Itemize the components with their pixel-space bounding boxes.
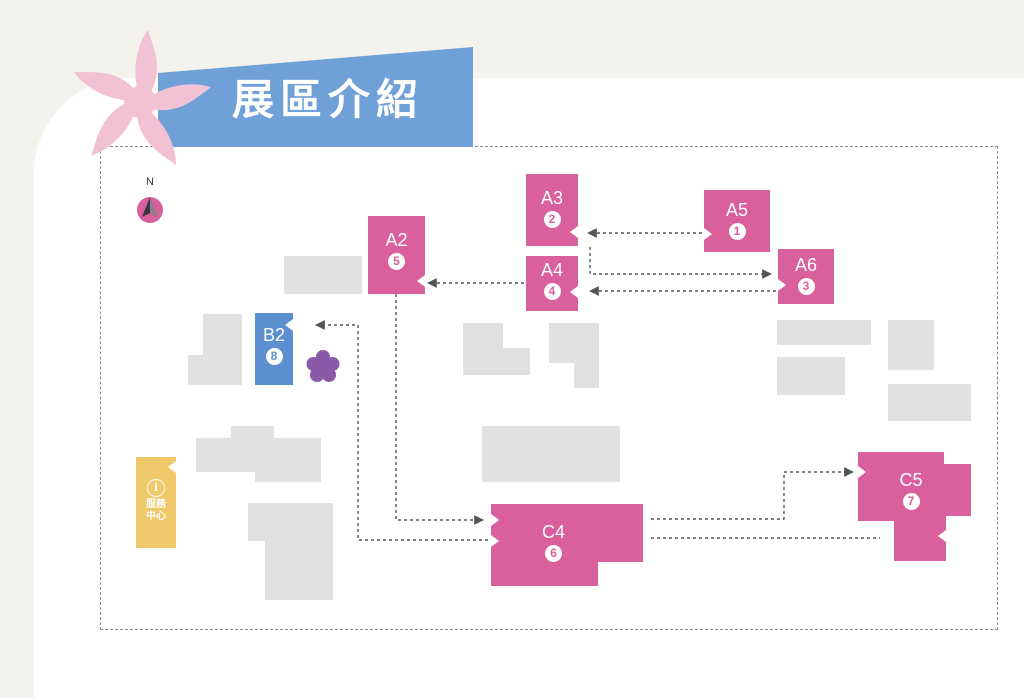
building-block	[188, 355, 242, 385]
service-center[interactable]: i 服務 中心	[136, 457, 176, 548]
building-block	[574, 350, 599, 388]
page-title: 展區介紹	[232, 75, 425, 124]
zone-number: 4	[543, 283, 561, 300]
notch	[491, 535, 499, 547]
building-block	[265, 503, 333, 600]
zone-number: 1	[728, 223, 746, 240]
building-block	[203, 314, 242, 359]
building-block	[463, 348, 530, 375]
zone-c4[interactable]: C4 6	[491, 504, 598, 586]
notch	[491, 514, 499, 526]
zone-number: 8	[265, 348, 283, 365]
building-block	[777, 320, 871, 345]
notch	[938, 530, 946, 542]
zone-b2[interactable]: B2 8	[255, 313, 293, 385]
zone-label: A4	[540, 260, 564, 280]
building-block	[777, 357, 845, 395]
notch	[417, 275, 425, 287]
zone-a3[interactable]: A3 2	[526, 174, 578, 246]
building-block	[255, 438, 321, 482]
venue-boundary	[100, 146, 998, 630]
venue-map: 展區介紹 A3 2	[34, 30, 1024, 698]
notch	[285, 319, 293, 331]
zone-label: A5	[725, 200, 749, 220]
building-block	[888, 384, 971, 421]
zone-label: A2	[385, 230, 408, 250]
info-icon: i	[147, 479, 165, 497]
zone-a6[interactable]: A6 3	[778, 249, 834, 304]
zone-c5[interactable]: C5 7	[858, 452, 944, 521]
zone-label: A3	[540, 188, 564, 208]
notch	[168, 461, 176, 473]
notch	[778, 279, 786, 291]
zone-number: 6	[545, 545, 562, 562]
notch	[570, 226, 578, 238]
zone-number: 7	[902, 493, 920, 510]
service-label-line1: 服務	[146, 499, 166, 510]
zone-number: 2	[543, 211, 561, 228]
compass-north-label: N	[146, 176, 154, 188]
building-block	[482, 426, 620, 482]
zone-a4[interactable]: A4 4	[526, 256, 578, 311]
notch	[858, 466, 866, 478]
zone-number: 5	[388, 253, 405, 270]
notch	[704, 228, 712, 240]
zone-label: C5	[899, 470, 923, 490]
notch	[570, 286, 578, 298]
zone-label: A6	[794, 255, 818, 275]
zone-label: C4	[541, 522, 565, 542]
zone-a5[interactable]: A5 1	[704, 190, 770, 252]
zone-label: B2	[262, 325, 286, 345]
zone-a2[interactable]: A2 5	[368, 216, 425, 294]
building-block	[284, 256, 362, 294]
zone-number: 3	[797, 278, 815, 295]
service-label-line2: 中心	[146, 511, 166, 522]
building-block	[888, 320, 934, 370]
